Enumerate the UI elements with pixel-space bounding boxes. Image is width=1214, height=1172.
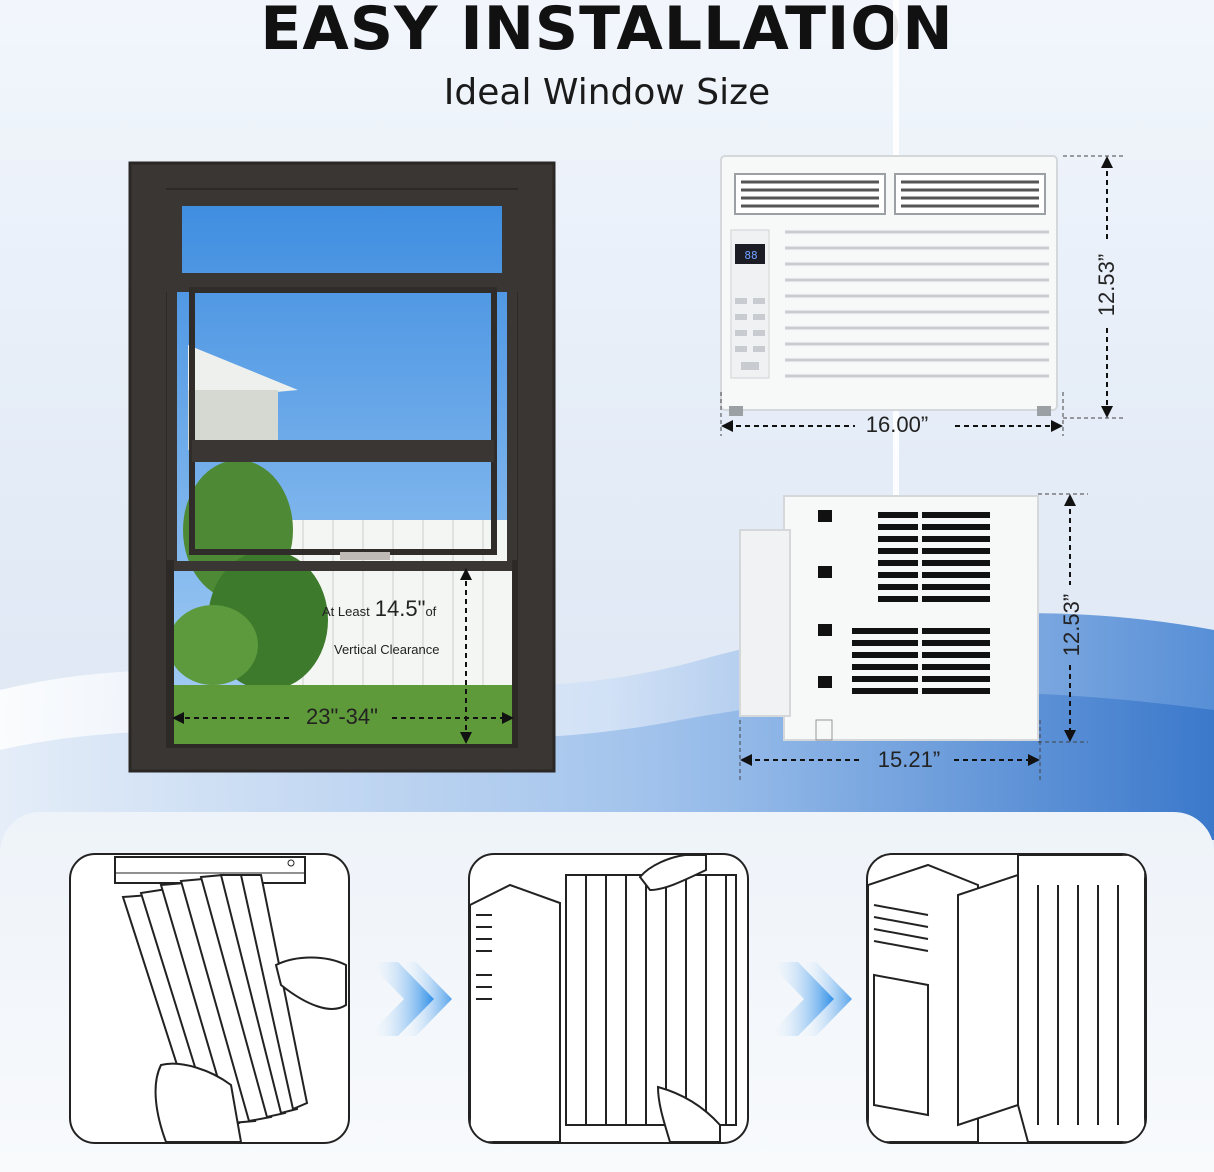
step-2-card — [468, 853, 749, 1144]
clearance-value: 14.5" — [374, 596, 426, 621]
ac-front-height-label: 12.53” — [1094, 253, 1119, 317]
clearance-prefix: At Least — [322, 604, 370, 619]
window-width-label: 23"-34" — [292, 704, 392, 730]
ac-side-illustration — [739, 493, 1088, 780]
curtain-panel-attach-icon — [470, 855, 737, 1142]
step-1-card — [69, 853, 350, 1144]
step-arrow-2 — [768, 962, 852, 1040]
step-arrow-1 — [368, 962, 452, 1040]
ac-side-depth-label: 15.21” — [877, 747, 941, 772]
ac-front-width-label: 16.00” — [865, 412, 929, 437]
chevron-right-icon — [368, 962, 452, 1036]
curtain-panel-extend-icon — [114, 856, 347, 1142]
clearance-suffix: of — [425, 604, 437, 619]
window-illustration — [128, 161, 556, 773]
step-3-card — [866, 853, 1147, 1144]
chevron-right-icon — [768, 962, 852, 1036]
ac-side-height-label: 12.53” — [1059, 593, 1084, 657]
ac-front-illustration — [720, 155, 1125, 436]
page-subtitle: Ideal Window Size — [443, 72, 771, 113]
window-width-range: 23"-34" — [306, 704, 378, 729]
clearance-caption: Vertical Clearance — [334, 642, 440, 657]
page-title: EASY INSTALLATION — [260, 0, 954, 64]
clearance-text: At Least 14.5"of — [322, 596, 462, 622]
curtain-panel-installed-icon — [868, 855, 1145, 1142]
ac-display-readout: 88 — [744, 249, 758, 262]
